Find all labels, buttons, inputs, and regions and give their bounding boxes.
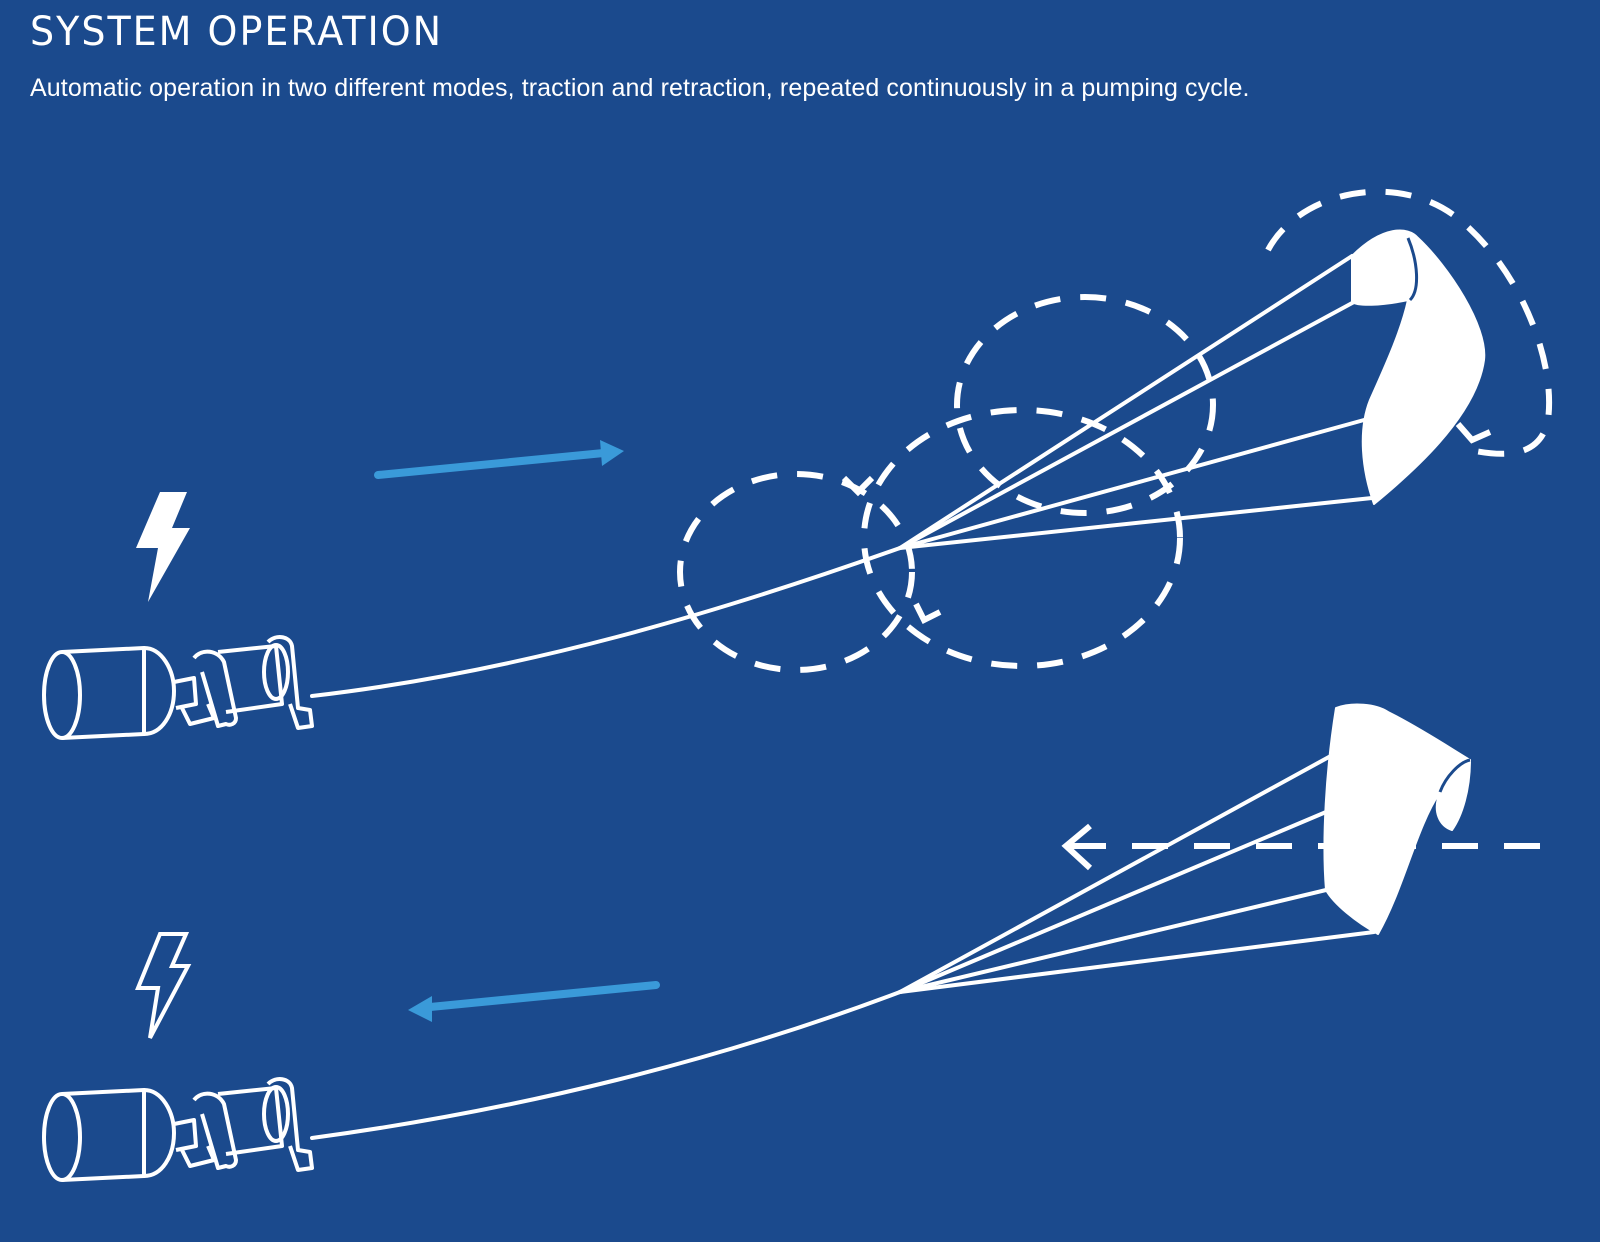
kite-icon [1323, 703, 1471, 935]
direction-arrow-right-icon [374, 440, 624, 479]
kite-bridle-lines [898, 750, 1376, 994]
direction-arrow-left-icon [408, 981, 660, 1022]
kite-icon [1351, 229, 1486, 505]
lightning-bolt-filled-icon [136, 492, 190, 602]
page-subtitle: Automatic operation in two different mod… [30, 74, 1250, 102]
kite-bridle-lines [898, 254, 1374, 550]
dashed-return-arrow-icon [1061, 823, 1540, 871]
path-chevron [913, 602, 942, 625]
page-title: SYSTEM OPERATION [30, 8, 444, 55]
retraction-mode [42, 703, 1540, 1182]
tether-line [310, 990, 902, 1140]
path-chevron [841, 475, 875, 497]
figure-eight-flight-path-icon [677, 188, 1552, 673]
lightning-bolt-outline-icon [135, 932, 192, 1039]
tether-line [310, 546, 902, 698]
generator-winch-icon [42, 1077, 314, 1182]
traction-mode [42, 188, 1552, 740]
path-chevron [1455, 422, 1492, 444]
generator-winch-icon [42, 635, 314, 740]
